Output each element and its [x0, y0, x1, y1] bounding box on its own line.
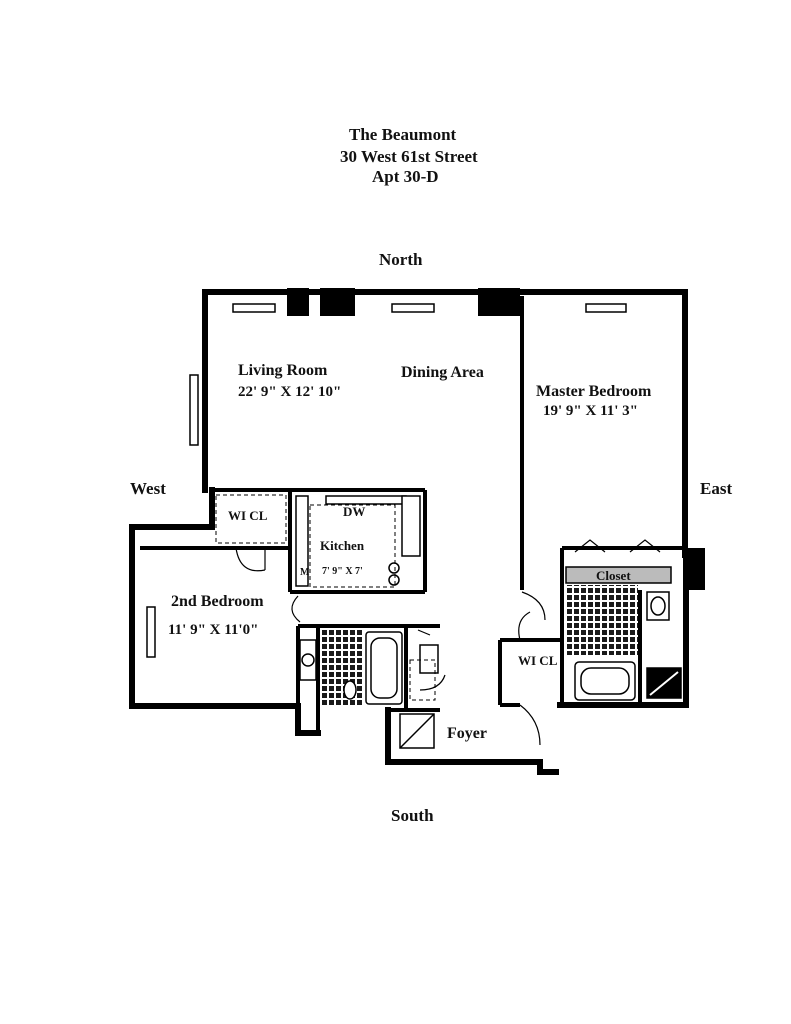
second-bedroom-dimensions: 11' 9" X 11'0"	[168, 622, 259, 638]
interior-walls	[140, 296, 686, 733]
building-name: The Beaumont	[349, 125, 457, 144]
fixtures	[295, 495, 682, 749]
second-bedroom-label: 2nd Bedroom	[171, 593, 264, 610]
apartment-number: Apt 30-D	[372, 167, 439, 186]
dishwasher-label: DW	[343, 504, 366, 519]
wall-column	[478, 288, 520, 316]
compass-north-label: North	[379, 250, 423, 269]
microwave-label: M	[300, 567, 310, 578]
living-room-label: Living Room	[238, 362, 328, 379]
wall-column	[320, 288, 355, 316]
compass-south-label: South	[391, 806, 434, 825]
west-walk-in-closet-label: WI CL	[228, 508, 268, 523]
wall-column	[683, 548, 705, 590]
compass-east-label: East	[700, 479, 733, 498]
kitchen-dimensions: 7' 9" X 7'	[322, 566, 363, 577]
dining-area-label: Dining Area	[401, 364, 484, 381]
appliance-outlines	[215, 494, 436, 701]
master-walk-in-closet-label: WI CL	[518, 653, 558, 668]
door-swings	[235, 547, 546, 746]
master-bedroom-label: Master Bedroom	[536, 383, 652, 400]
master-bedroom-dimensions: 19' 9" X 11' 3"	[543, 403, 638, 419]
foyer-label: Foyer	[447, 725, 487, 742]
wall-column	[287, 288, 309, 316]
closet-doors	[574, 539, 661, 553]
kitchen-label: Kitchen	[320, 538, 365, 553]
windows	[146, 303, 627, 658]
compass-west-label: West	[130, 479, 166, 498]
closet-strip	[565, 566, 672, 584]
master-closet-label: Closet	[596, 568, 631, 583]
living-room-dimensions: 22' 9" X 12' 10"	[238, 384, 342, 400]
master-bath-tile	[566, 585, 638, 655]
building-address: 30 West 61st Street	[340, 147, 478, 166]
